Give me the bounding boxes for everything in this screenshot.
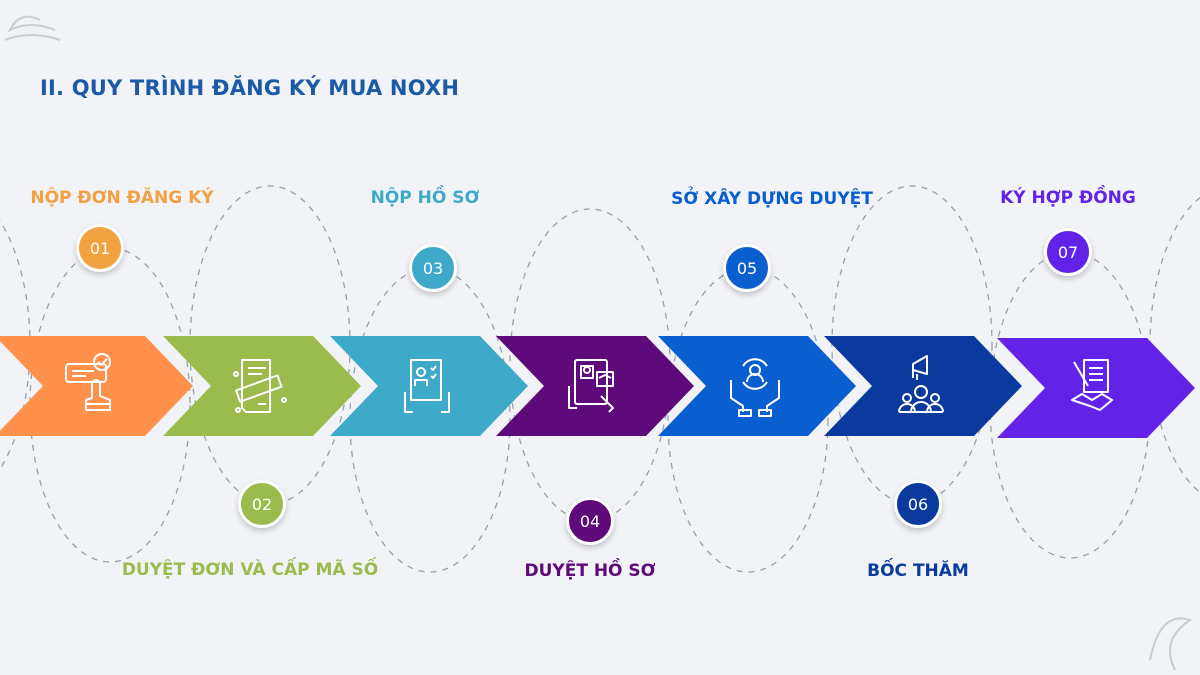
profile-document-icon bbox=[404, 359, 450, 413]
chevron-step-02 bbox=[163, 336, 361, 436]
step-label: BỐC THĂM bbox=[867, 561, 969, 581]
chevron-step-07 bbox=[997, 338, 1195, 438]
hands-user-icon bbox=[730, 358, 780, 417]
step-number-badge: 02 bbox=[238, 480, 286, 528]
contract-handshake-icon bbox=[1071, 359, 1113, 411]
step-number-badge: 06 bbox=[894, 480, 942, 528]
step-label: DUYỆT ĐƠN VÀ CẤP MÃ SỐ bbox=[121, 560, 379, 580]
step-number-badge: 05 bbox=[723, 244, 771, 292]
step-number-badge: 01 bbox=[76, 224, 124, 272]
form-click-icon bbox=[65, 353, 111, 411]
decorative-scribble bbox=[1149, 617, 1193, 671]
step-number-badge: 04 bbox=[566, 497, 614, 545]
tablet-review-icon bbox=[568, 359, 614, 413]
chevron-step-03 bbox=[330, 336, 528, 436]
megaphone-group-icon bbox=[898, 355, 944, 413]
chevron-step-04 bbox=[496, 336, 694, 436]
step-label: NỘP ĐƠN ĐĂNG KÝ bbox=[30, 188, 214, 208]
step-label: SỞ XÂY DỰNG DUYỆT bbox=[671, 189, 873, 209]
step-label: NỘP HỒ SƠ bbox=[370, 188, 480, 208]
step-number-badge: 07 bbox=[1044, 228, 1092, 276]
step-number-badge: 03 bbox=[409, 244, 457, 292]
step-label: KÝ HỢP ĐỒNG bbox=[1000, 188, 1136, 208]
step-label: DUYỆT HỒ SƠ bbox=[524, 561, 656, 581]
page-title: II. QUY TRÌNH ĐĂNG KÝ MUA NOXH bbox=[40, 76, 460, 100]
decorative-scribble bbox=[4, 15, 61, 41]
approved-document-icon bbox=[233, 359, 287, 413]
chevron-step-05 bbox=[658, 336, 856, 436]
chevron-step-01 bbox=[0, 336, 193, 436]
